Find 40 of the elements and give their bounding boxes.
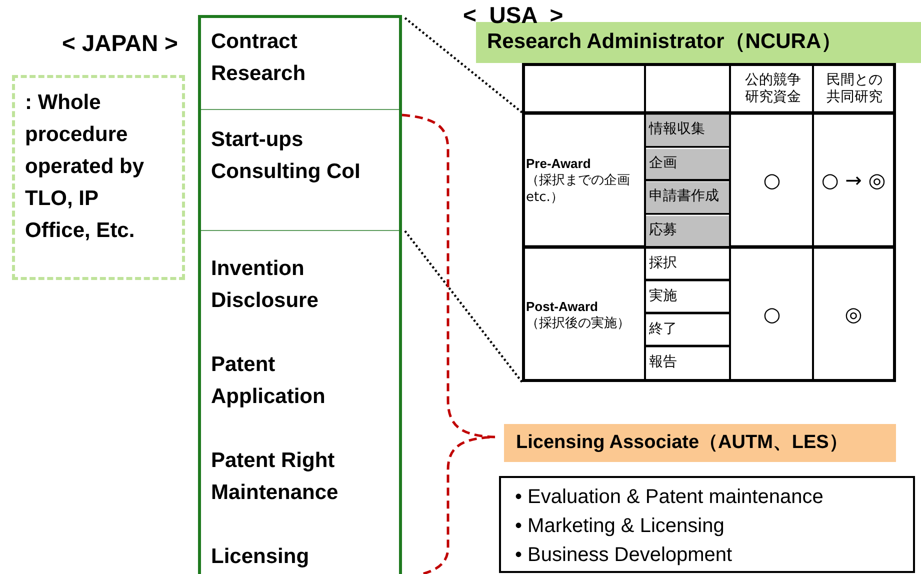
region-label: < JAPAN > bbox=[62, 29, 179, 58]
row-subheader: （採択までの企画etc.） bbox=[526, 172, 631, 206]
bullet-item: • Evaluation & Patent maintenance bbox=[515, 485, 824, 510]
dotted-connector bbox=[404, 230, 523, 383]
list-box bbox=[499, 476, 915, 573]
box-text: Contract Research bbox=[211, 29, 307, 87]
box-text: Licensing bbox=[211, 544, 310, 570]
mark-symbol: ○ → ◎ bbox=[820, 167, 887, 194]
box-text: : Whole procedure operated by TLO, IP Office, Etc. bbox=[25, 90, 146, 244]
column-header: 民間との共同研究 bbox=[826, 71, 884, 107]
dashed-note-box bbox=[12, 75, 185, 280]
box-text: Patent Application bbox=[211, 352, 326, 410]
box-text: Research Administrator（NCURA） bbox=[487, 29, 844, 55]
mark-symbol: ○ bbox=[762, 167, 782, 194]
region-label: < USA > bbox=[463, 2, 564, 28]
dotted-connector bbox=[404, 17, 523, 114]
box-text: Licensing Associate（AUTM、LES） bbox=[516, 431, 849, 455]
row-subheader: （採択後の実施） bbox=[526, 315, 631, 332]
box-text: Patent Right Maintenance bbox=[211, 448, 340, 506]
step-cell: 申請書作成 bbox=[646, 182, 729, 212]
bullet-item: • Business Development bbox=[515, 543, 734, 568]
step-cell: 企画 bbox=[646, 148, 729, 179]
step-cell-text: 報告 bbox=[648, 353, 678, 372]
data-table bbox=[522, 63, 896, 382]
step-cell-text: 終了 bbox=[648, 320, 678, 339]
step-cell-text: 採択 bbox=[648, 254, 678, 273]
row-header: Post-Award bbox=[526, 299, 599, 315]
mark-symbol: ◎ bbox=[844, 301, 864, 328]
column-header: 公的競争研究資金 bbox=[744, 71, 802, 107]
box-text: Invention Disclosure bbox=[211, 256, 320, 314]
mark-symbol: ○ bbox=[762, 301, 782, 328]
box-text: Start-ups Consulting CoI bbox=[211, 127, 361, 185]
header-band bbox=[476, 22, 921, 63]
bullet-item: • Marketing & Licensing bbox=[515, 514, 726, 539]
step-cell-text: 実施 bbox=[648, 287, 678, 306]
row-header: Pre-Award bbox=[526, 156, 592, 172]
step-cell: 情報収集 bbox=[646, 115, 729, 146]
step-cell: 応募 bbox=[646, 216, 729, 246]
header-band bbox=[504, 424, 896, 462]
column-box bbox=[198, 15, 402, 574]
